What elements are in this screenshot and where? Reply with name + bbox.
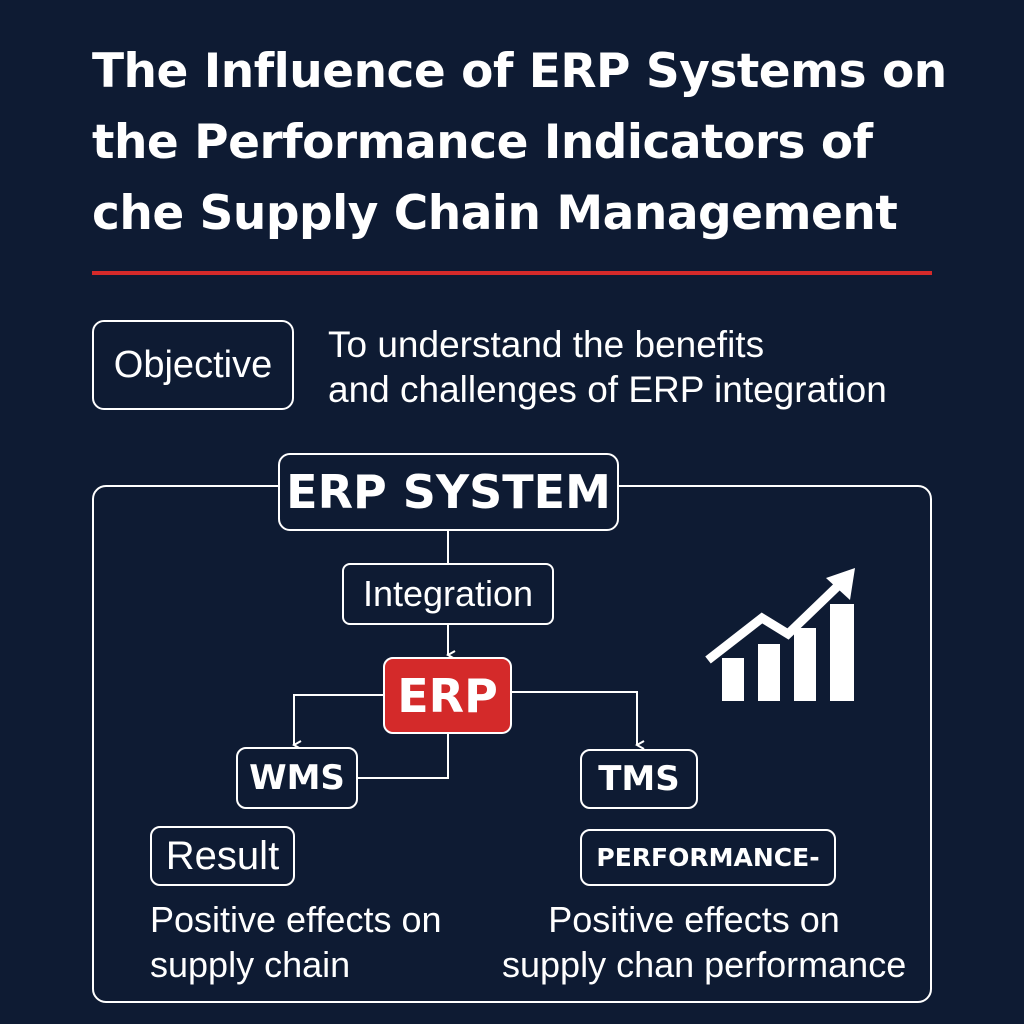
performance-effect-line-2: supply chan performance [502, 944, 907, 985]
performance-effect-line-1: Positive effects on [548, 899, 840, 940]
objective-text: To understand the benefits and challenge… [328, 322, 968, 412]
objective-text-line-2: and challenges of ERP integration [328, 369, 887, 410]
performance-box: PERFORMANCE- [580, 829, 836, 886]
title-line-1: The Influence of ERP Systems on [92, 44, 947, 99]
connector-erp-to-tms [512, 691, 637, 745]
wms-box: WMS [236, 747, 358, 809]
wms-label: WMS [249, 758, 345, 798]
performance-effect-text: Positive effects on supply chan performa… [502, 897, 907, 987]
integration-box: Integration [342, 563, 554, 625]
result-effect-line-2: supply chain [150, 944, 351, 985]
integration-label: Integration [362, 573, 534, 614]
objective-label: Objective [113, 343, 273, 386]
result-effect-text: Positive effects on supply chain [150, 897, 442, 987]
title-divider [92, 271, 932, 275]
title-line-3: che Supply Chain Management [92, 186, 898, 241]
erp-system-label: ERP SYSTEM [286, 465, 611, 519]
objective-text-line-1: To understand the benefits [328, 324, 765, 365]
growth-chart-icon [705, 568, 855, 701]
connector-erp-bottom-to-wms [358, 734, 449, 779]
performance-label: PERFORMANCE- [596, 843, 820, 872]
title-line-2: the Performance Indicators of [92, 115, 873, 170]
erp-box: ERP [383, 657, 512, 734]
objective-label-box: Objective [92, 320, 294, 410]
result-label: Result [165, 833, 280, 878]
result-box: Result [150, 826, 295, 886]
erp-system-box: ERP SYSTEM [278, 453, 619, 531]
result-effect-line-1: Positive effects on [150, 899, 442, 940]
page-title: The Influence of ERP Systems on the Perf… [92, 36, 972, 249]
connector-erp-to-wms [294, 694, 383, 745]
tms-label: TMS [598, 759, 680, 799]
tms-box: TMS [580, 749, 698, 809]
erp-label: ERP [397, 668, 498, 723]
